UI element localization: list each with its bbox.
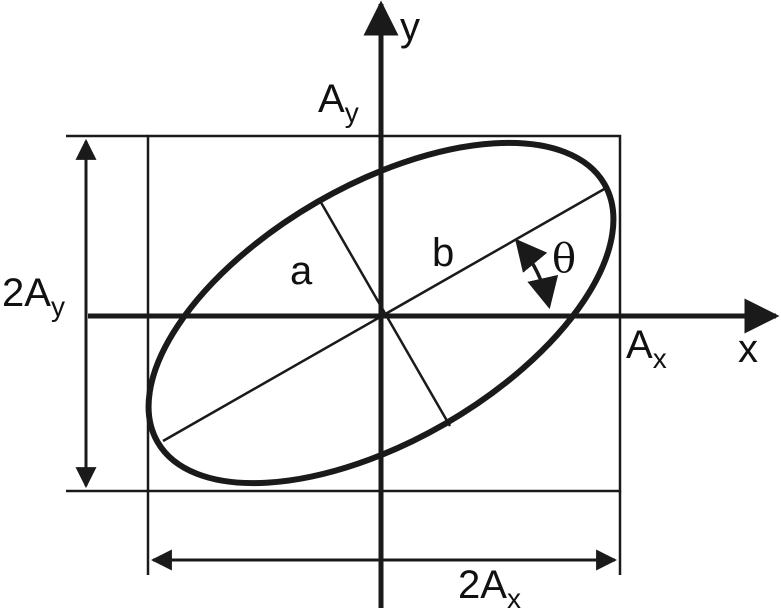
two-ay-label-subscript: y — [51, 291, 65, 322]
two-ax-label-main: 2A — [458, 563, 507, 607]
minor-axis-line — [317, 198, 452, 427]
y-axis-label: y — [400, 5, 420, 49]
ax-label-subscript: x — [653, 343, 667, 374]
minor-axis-label: a — [290, 249, 313, 293]
two-ay-label: 2Ay — [2, 271, 65, 322]
theta-angle-arc — [514, 238, 559, 310]
two-ax-label: 2Ax — [458, 563, 521, 614]
ay-label: Ay — [318, 77, 359, 128]
ay-label-main: A — [318, 77, 345, 121]
ay-label-subscript: y — [345, 97, 359, 128]
polarization-ellipse — [145, 139, 617, 487]
theta-label: θ — [552, 236, 576, 282]
ax-label-main: A — [626, 323, 653, 367]
ax-label: Ax — [626, 323, 667, 374]
major-axis-label: b — [432, 231, 454, 275]
two-ay-label-main: 2A — [2, 271, 51, 315]
two-ax-label-subscript: x — [507, 583, 521, 614]
x-axis-label: x — [738, 327, 758, 371]
